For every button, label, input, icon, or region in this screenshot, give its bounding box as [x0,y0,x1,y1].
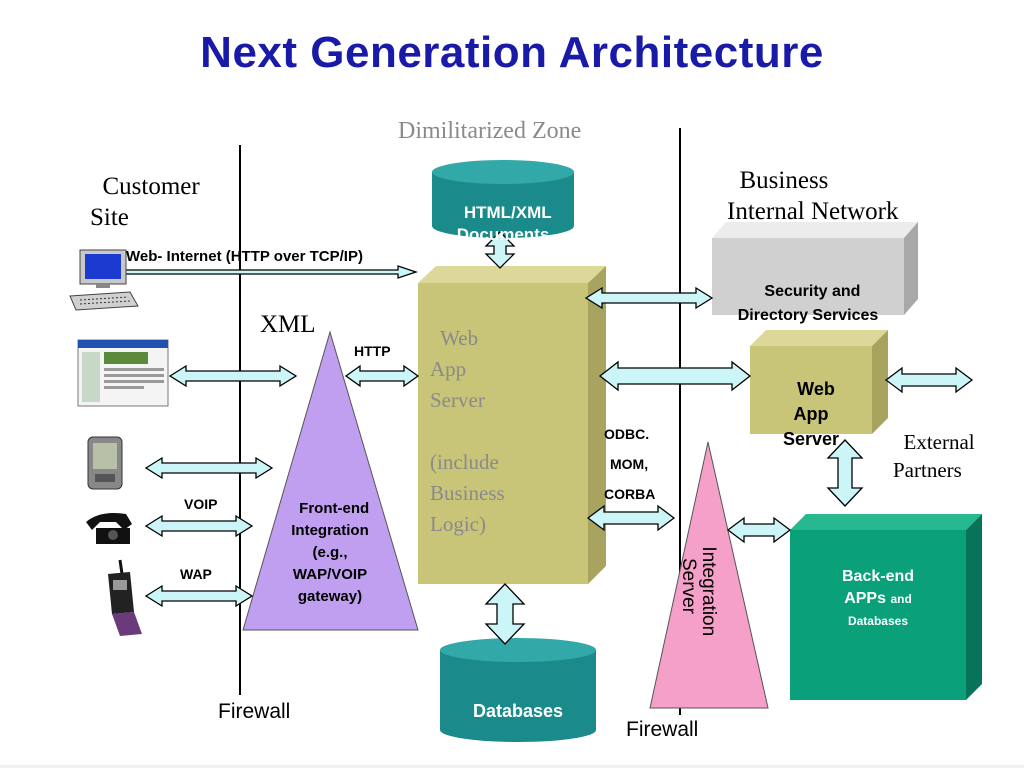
backend-label: Back-end APPs and Databases [841,568,915,628]
xml-label: XML [260,311,316,338]
security-label: Security and Directory Services [737,283,879,324]
footer-divider [0,765,1024,768]
arrow-voip [144,514,254,538]
mom-label: MOM, [610,456,649,472]
computer-icon [69,249,139,311]
arrow-web-internet [103,265,419,279]
web-app-server-2-box [750,330,888,434]
arrow-webapp2 [598,360,752,392]
databases-label: Databases [472,701,564,721]
corba-label: CORBA [604,486,656,502]
integration-triangle [649,441,769,709]
arrow-http [344,364,420,388]
web-internet-label: Web- Internet (HTTP over TCP/IP) [126,248,363,265]
integration-server-label: Integration Server [678,546,719,637]
arrow-backend [726,516,792,544]
front-end-label: Front-end Integration (e.g., WAP/VOIP ga… [291,500,370,605]
arrow-external [884,366,974,394]
browser-screenshot-icon [77,339,169,407]
front-end-triangle [242,330,419,631]
web-app-server-2-label: Web App Server [782,379,840,449]
palm-device-icon [87,436,123,490]
cell-phone-icon [108,559,142,636]
html-docs-cylinder [432,160,574,238]
arrow-corba [586,504,676,532]
arrow-docs-server [484,231,516,269]
dmz-label: Dimilitarized Zone [398,118,582,144]
customer-site-label: Customer Site [90,173,200,231]
http-label: HTTP [354,343,391,359]
backend-box [790,514,982,700]
wap-label: WAP [180,566,212,582]
web-app-server-main-box [418,266,606,584]
html-docs-label: HTML/XML Documents [456,203,552,244]
voip-label: VOIP [184,496,218,512]
databases-cylinder [440,638,596,742]
arrow-browser [168,364,298,388]
external-partners-label: External Partners [893,430,975,482]
odbc-label: ODBC. [604,426,650,442]
arrow-webapp2-backend [826,439,864,507]
telephone-icon [86,513,132,544]
arrow-wap [144,584,254,608]
arrow-security [584,286,714,310]
arrow-server-db [484,583,526,645]
arrow-palm [144,456,274,480]
firewall-left-label: Firewall [218,700,291,723]
security-box [712,222,918,315]
firewall-right-label: Firewall [626,718,699,741]
page-title: Next Generation Architecture [200,28,824,77]
business-network-label: Business Internal Network [727,167,899,225]
web-app-server-main-label: Web App Server (include Business Logic) [430,326,505,536]
